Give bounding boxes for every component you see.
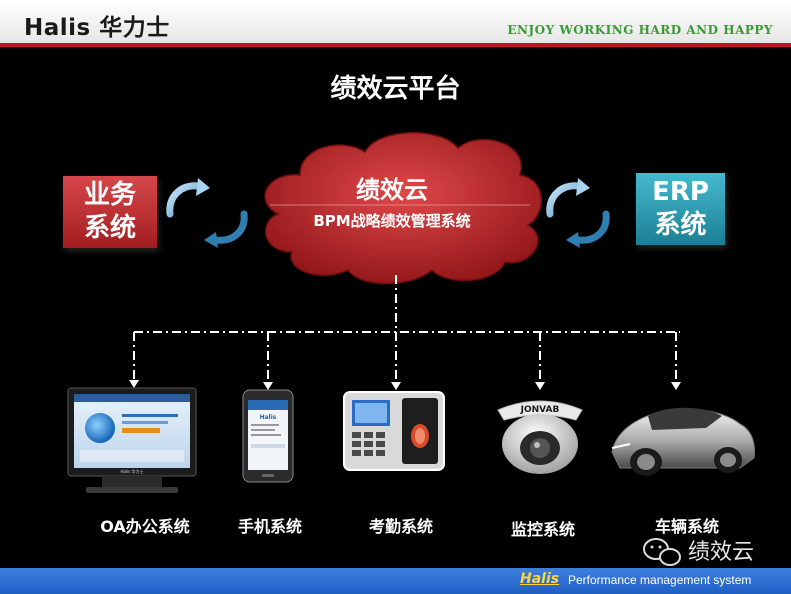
wechat-icon	[643, 538, 681, 566]
car-icon	[611, 407, 755, 476]
erp-system-line1: ERP	[652, 177, 709, 207]
header-slogan: ENJOY WORKING HARD AND HAPPY	[507, 23, 773, 37]
camera-brand: JONVAB	[520, 405, 560, 415]
erp-system-box: ERP 系统	[636, 173, 725, 245]
wechat-account-name: 绩效云	[688, 540, 755, 565]
phone-icon	[242, 389, 294, 483]
wechat-account: 绩效云	[642, 534, 754, 566]
brand-logo: Halis 华力士	[24, 15, 170, 41]
page-title: 绩效云平台	[330, 74, 461, 104]
sync-arrows-left-icon	[166, 178, 248, 248]
connector-lines	[133, 275, 680, 382]
business-system-box: 业务 系统	[63, 176, 157, 248]
oa-monitor-icon	[67, 387, 197, 493]
footer: Halis Performance management system	[0, 568, 791, 594]
attendance-terminal-icon	[343, 391, 445, 471]
connector-arrowheads	[129, 380, 681, 390]
erp-system-line2: 系统	[654, 210, 707, 240]
header: Halis 华力士 ENJOY WORKING HARD AND HAPPY	[0, 0, 791, 43]
monitoring-system-label: 监控系统	[510, 520, 575, 539]
business-system-line2: 系统	[83, 213, 136, 243]
sync-arrows-right-icon	[546, 178, 610, 248]
phone-screen-brand: Halis	[260, 414, 277, 421]
dome-camera-icon	[497, 400, 583, 474]
cloud-subtitle: BPM战略绩效管理系统	[313, 212, 471, 230]
footer-tagline: Performance management system	[568, 573, 752, 587]
attendance-system-label: 考勤系统	[368, 517, 433, 536]
business-system-line1: 业务	[83, 180, 136, 210]
vehicle-system-label: 车辆系统	[654, 517, 719, 536]
oa-system-label: OA办公系统	[100, 517, 190, 536]
footer-brand: Halis	[520, 571, 560, 587]
header-divider	[0, 43, 791, 47]
cloud-title: 绩效云	[356, 176, 428, 204]
oa-screen-brand: Halis 华力士	[120, 468, 143, 474]
mobile-system-label: 手机系统	[237, 517, 302, 536]
cloud-shape	[264, 131, 542, 285]
